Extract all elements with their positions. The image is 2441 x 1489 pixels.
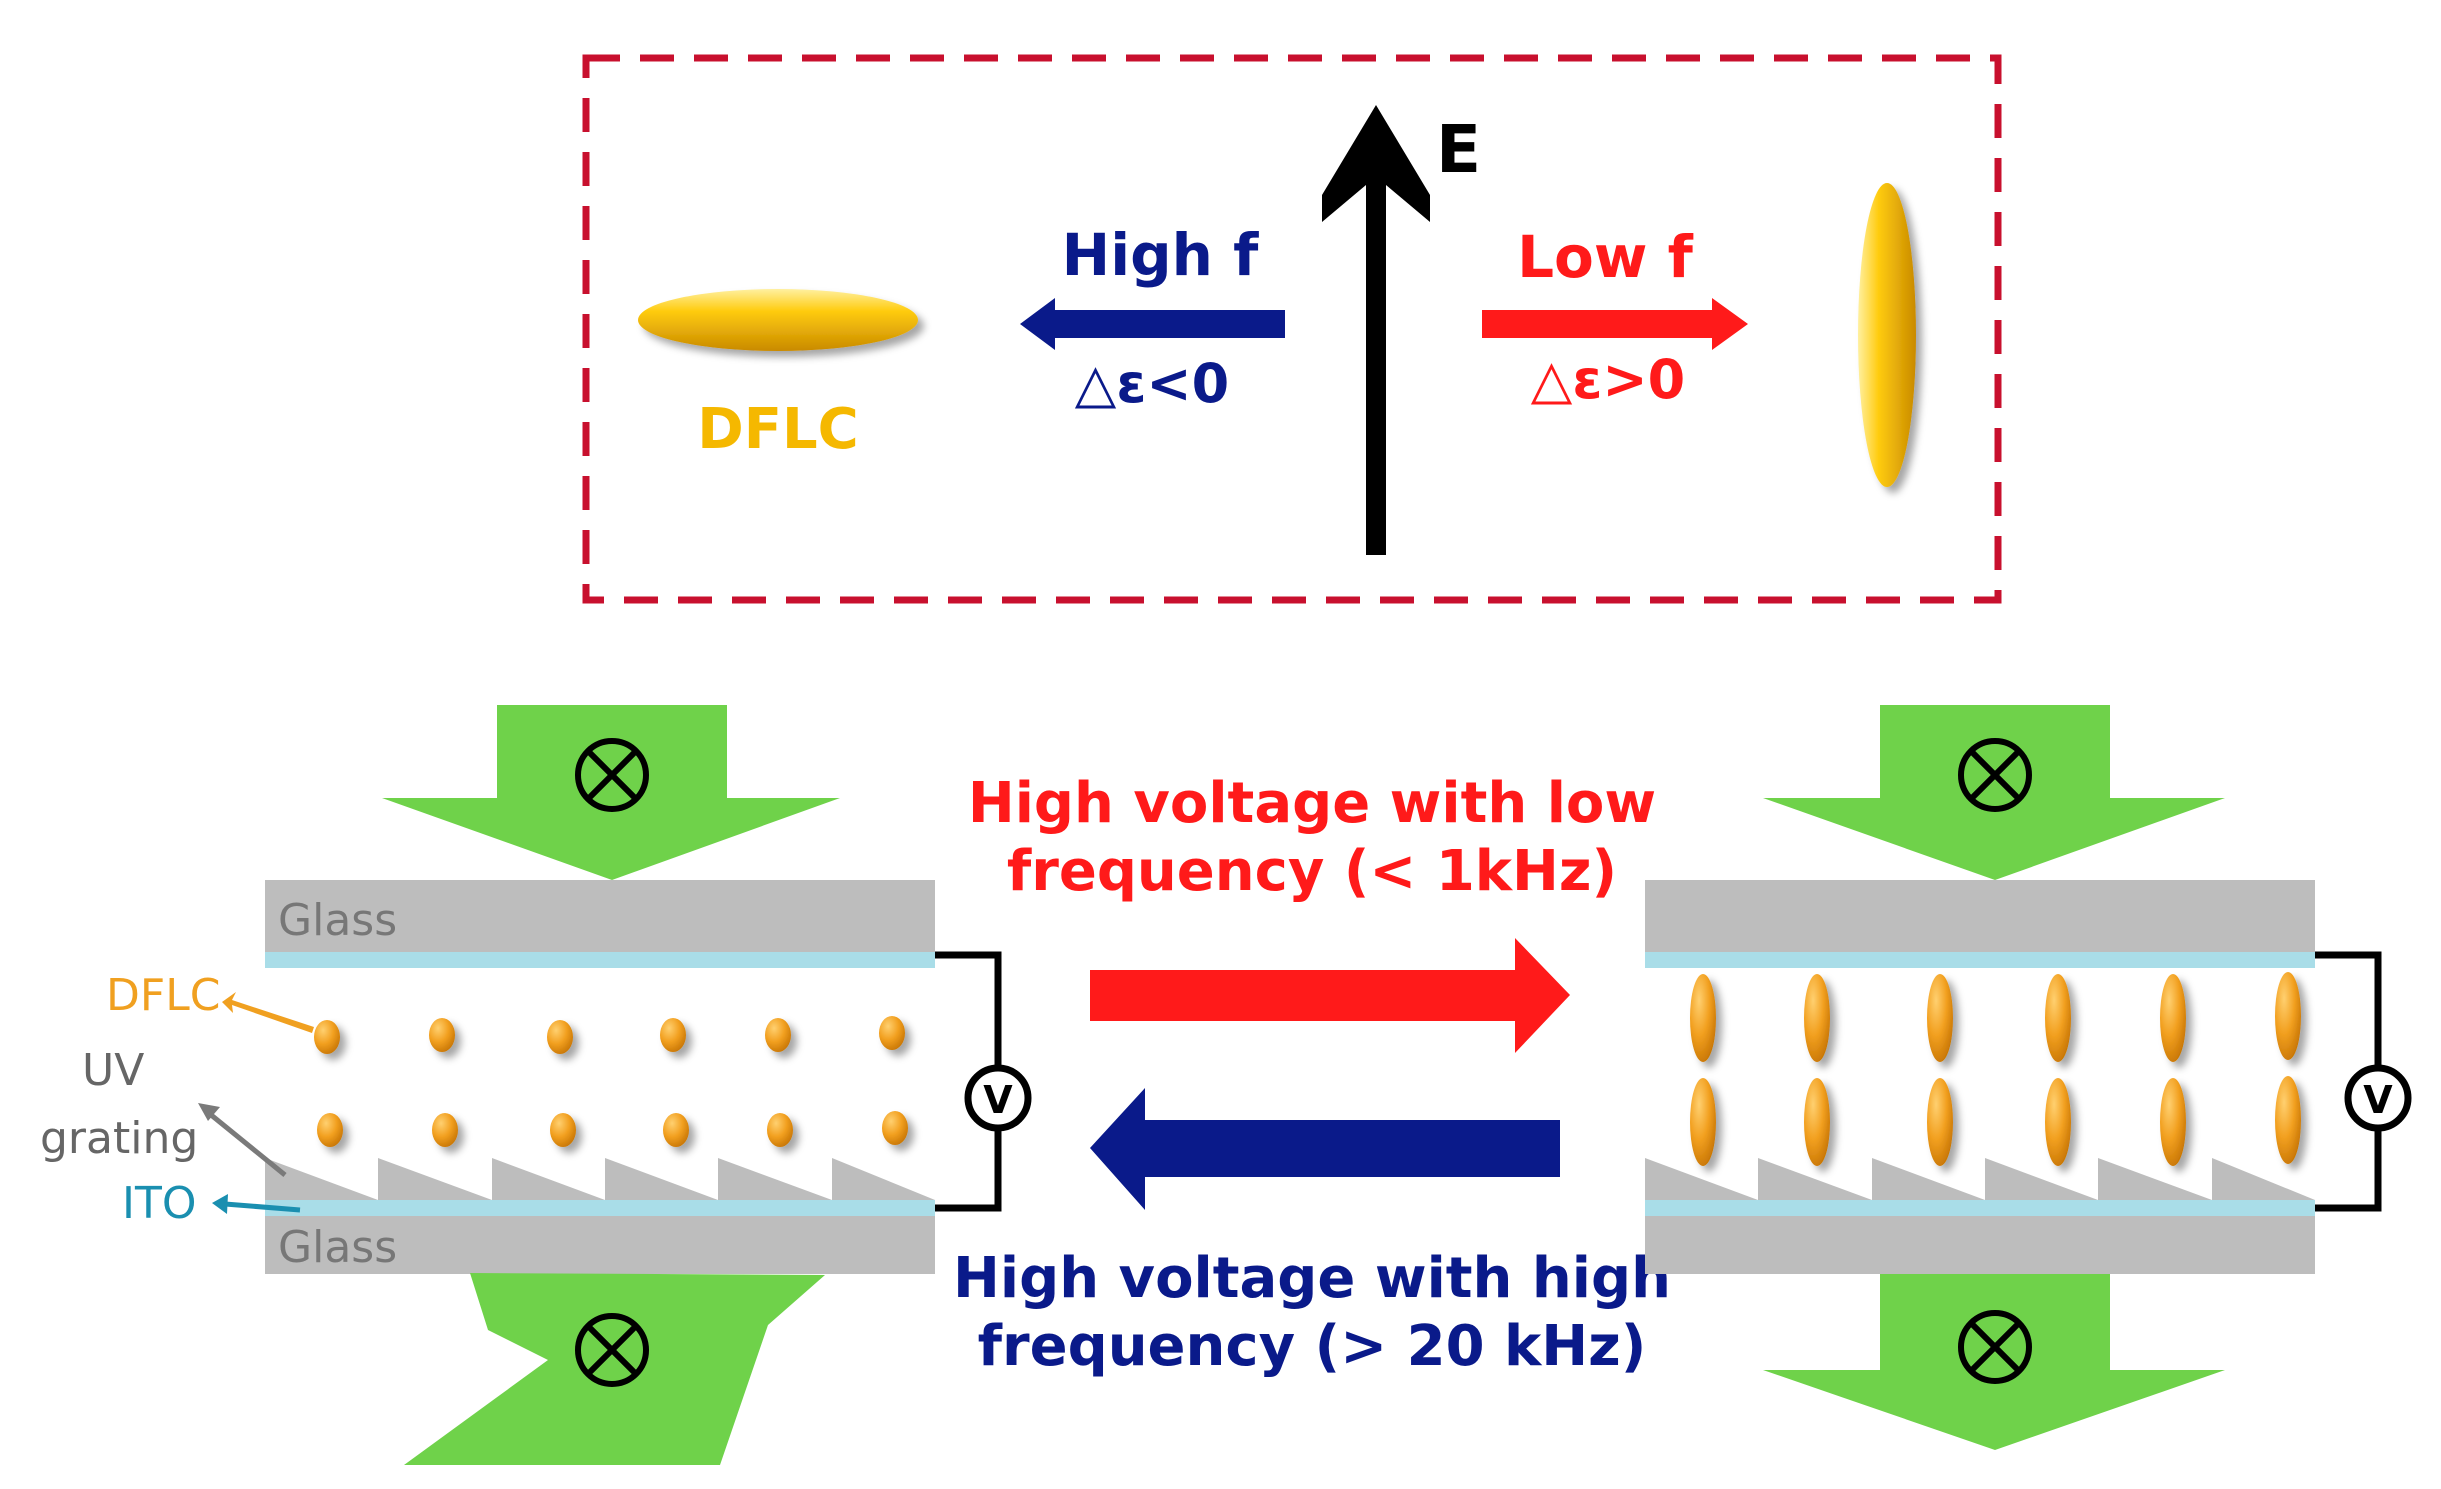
- dflc-pointer-label: DFLC: [106, 970, 220, 1021]
- low-f-label: Low f: [1517, 223, 1694, 291]
- bottom-glass-label-left: Glass: [278, 1222, 397, 1273]
- polarization-symbol-icon: [1958, 738, 2032, 812]
- dflc-inset-label: DFLC: [697, 397, 859, 462]
- polarization-symbol-icon: [1958, 1310, 2032, 1384]
- dflc-vertical-molecule: [1858, 183, 1916, 487]
- low-f-arrow: [1482, 298, 1748, 350]
- high-f-label: High f: [1062, 221, 1259, 289]
- voltmeter-left: V: [964, 1064, 1032, 1132]
- high-f-condition: △ε<0: [1075, 352, 1229, 415]
- bottom-glass-left: [265, 1216, 935, 1274]
- bottom-ito-left: [265, 1200, 935, 1216]
- bottom-ito-right: [1645, 1200, 2315, 1216]
- reverse-process-label-line1: High voltage with high: [953, 1246, 1671, 1311]
- top-ito-right: [1645, 952, 2315, 968]
- incoming-light-arrow-right: [1763, 705, 2225, 880]
- outgoing-light-arrow-right: [1763, 1274, 2225, 1450]
- uv-grating-pointer-arrow: [198, 1103, 287, 1177]
- voltmeter-right: V: [2344, 1064, 2412, 1132]
- top-glass-label-left: Glass: [278, 895, 397, 946]
- inset-box: [582, 54, 2002, 604]
- bottom-glass-right: [1645, 1216, 2315, 1274]
- ito-pointer-arrow: [212, 1194, 301, 1214]
- incoming-light-arrow-left: [382, 705, 840, 880]
- uv-grating-left: [265, 1158, 935, 1200]
- outgoing-light-arrow-left: [404, 1273, 825, 1465]
- high-f-arrow: [1020, 298, 1285, 350]
- ito-pointer-label: ITO: [122, 1178, 197, 1229]
- reverse-process-arrow: [1090, 1088, 1560, 1210]
- uv-pointer-label: UV: [82, 1045, 144, 1096]
- electric-field-arrow: [1322, 105, 1430, 555]
- reverse-process-label-line2: frequency (> 20 kHz): [978, 1314, 1647, 1379]
- top-glass-left: [265, 880, 935, 952]
- uv-grating-right: [1645, 1158, 2315, 1200]
- svg-text:V: V: [983, 1078, 1013, 1122]
- grating-pointer-label: grating: [40, 1113, 198, 1164]
- polarization-symbol-icon: [575, 1313, 649, 1387]
- polarization-symbol-icon: [575, 738, 649, 812]
- electric-field-label: E: [1436, 111, 1481, 188]
- lc-molecules-left: [314, 1016, 908, 1147]
- forward-process-arrow: [1090, 938, 1570, 1053]
- top-ito-left: [265, 952, 935, 968]
- forward-process-label-line2: frequency (< 1kHz): [1007, 839, 1617, 904]
- low-f-condition: △ε>0: [1531, 348, 1685, 411]
- forward-process-label-line1: High voltage with low: [968, 771, 1656, 836]
- svg-text:V: V: [2363, 1078, 2393, 1122]
- dflc-horizontal-molecule: [638, 289, 918, 351]
- top-glass-right: [1645, 880, 2315, 952]
- lc-molecules-right: [1690, 972, 2301, 1166]
- dflc-pointer-arrow: [222, 992, 314, 1033]
